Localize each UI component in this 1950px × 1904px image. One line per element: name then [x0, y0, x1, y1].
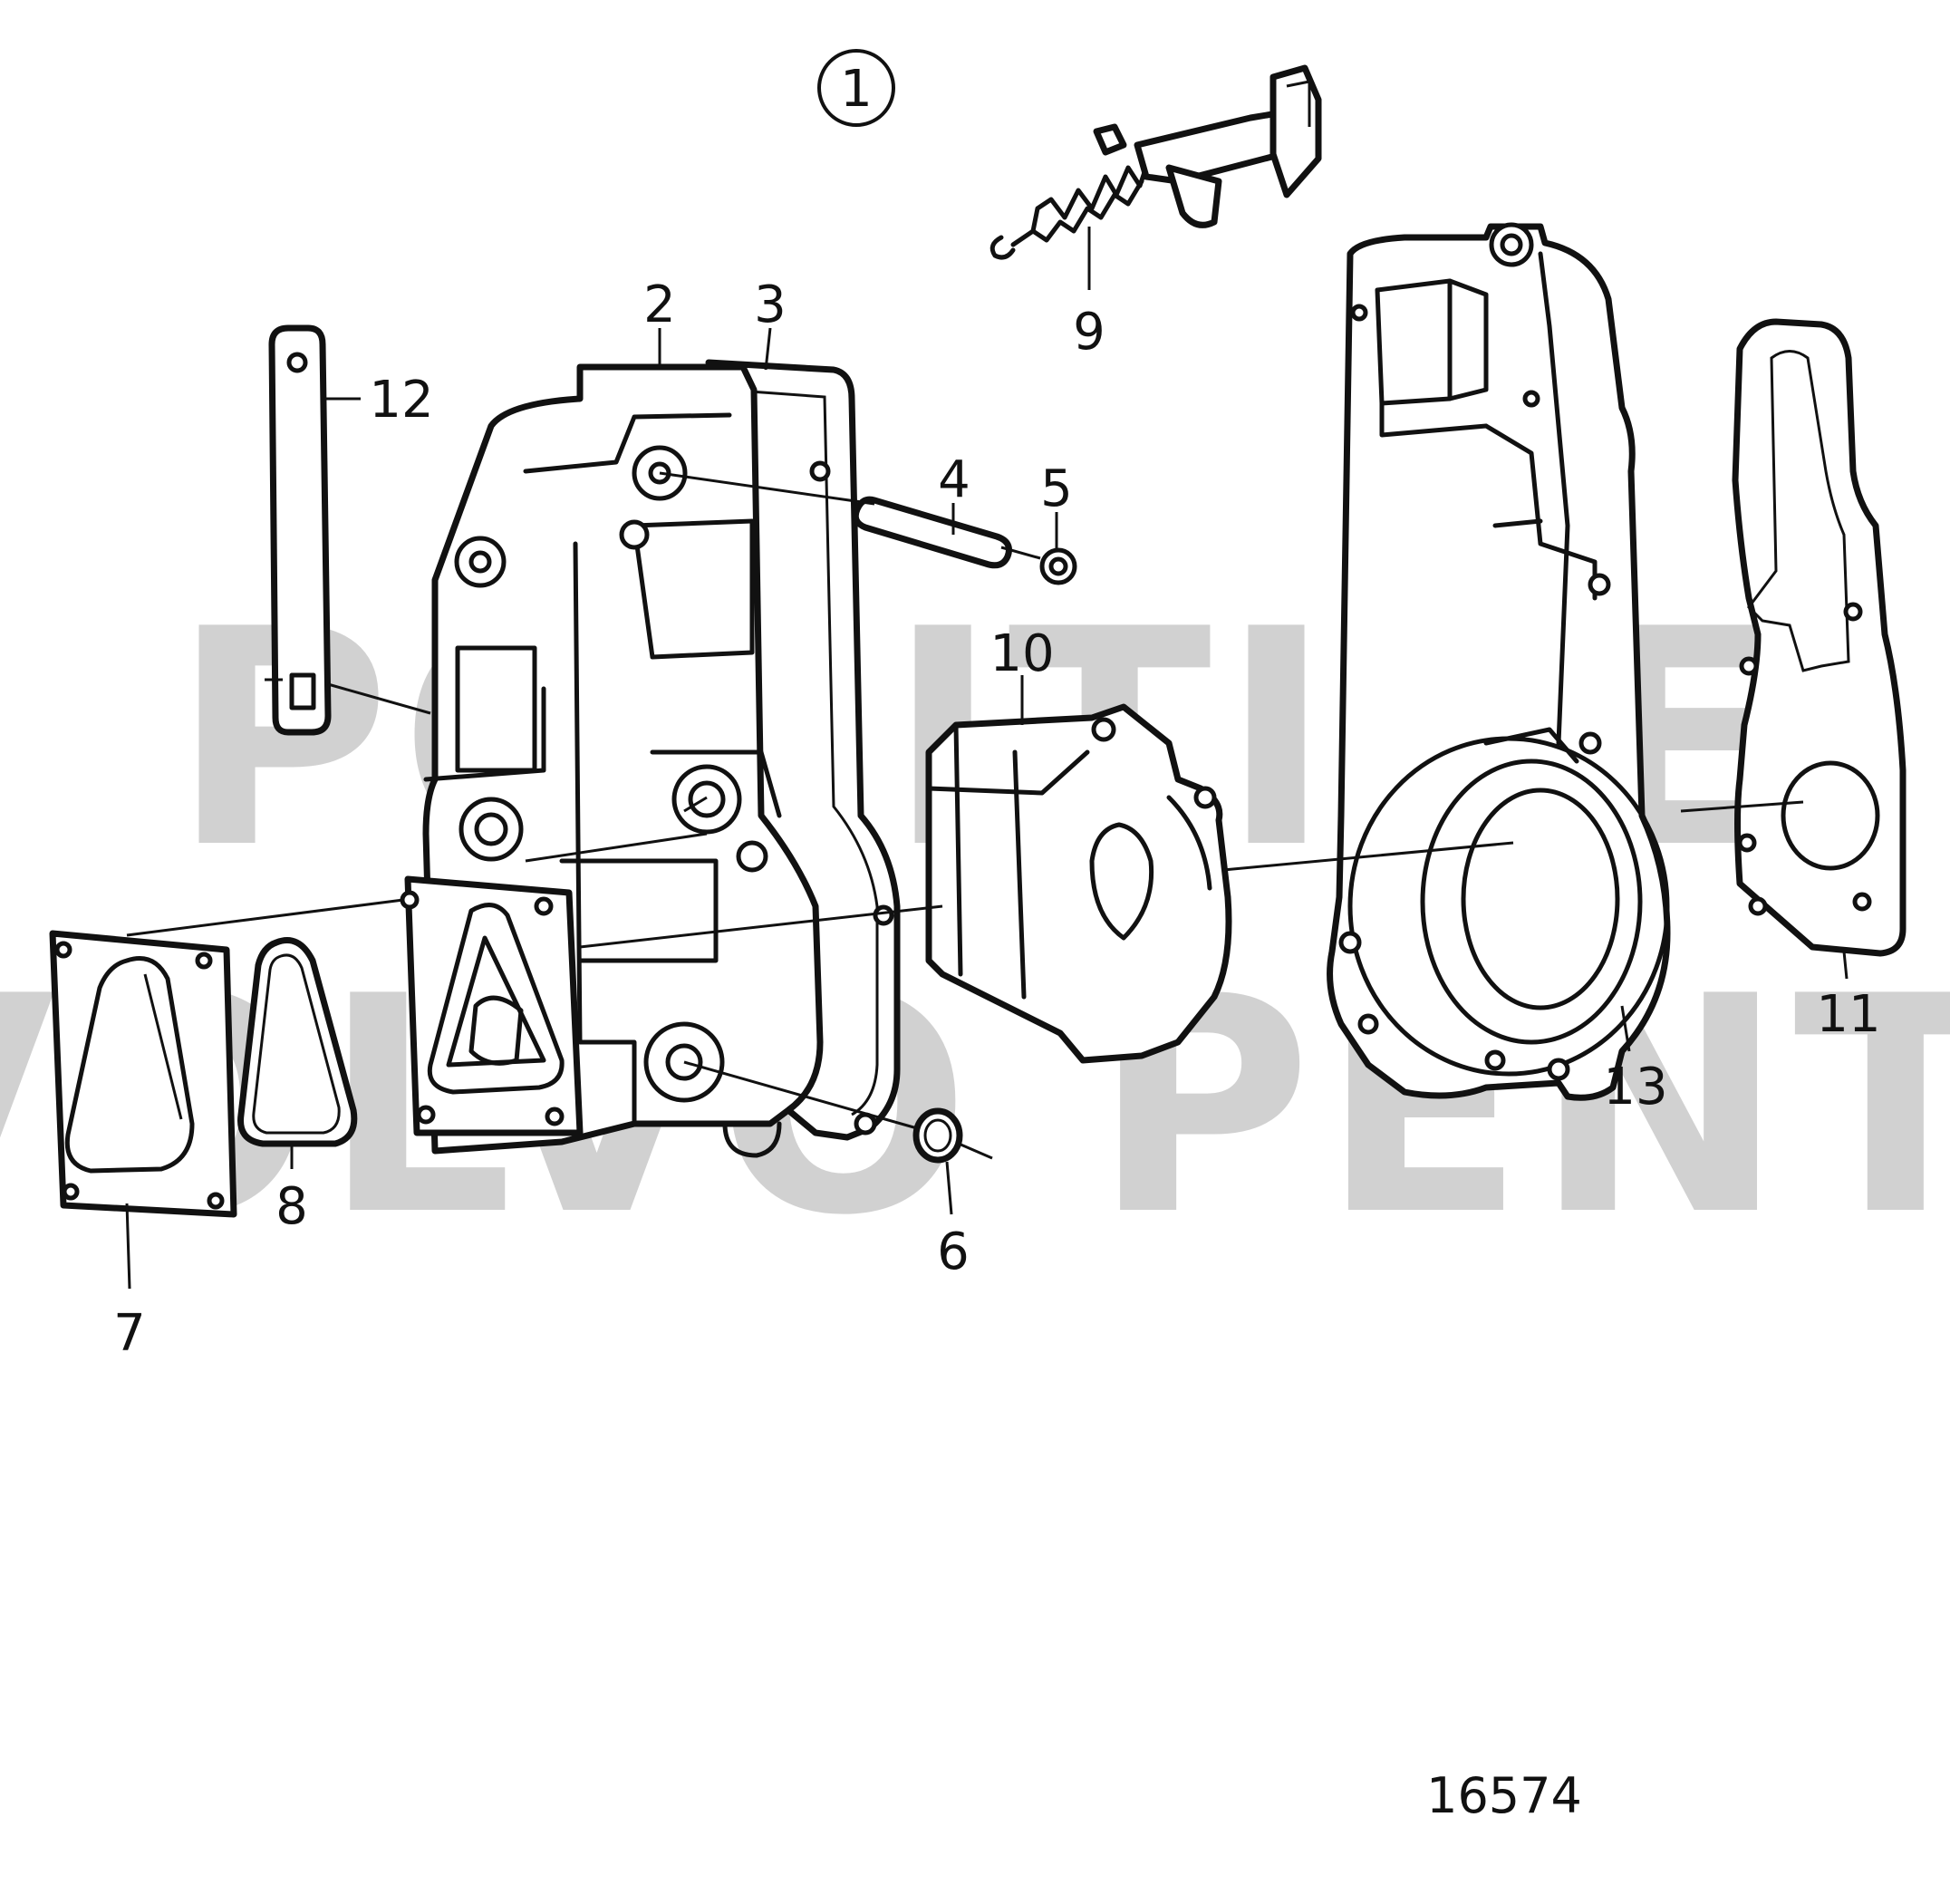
callout-10: 10: [989, 624, 1054, 683]
callout-2: 2: [643, 275, 676, 334]
part-6-oring: [912, 1107, 963, 1164]
callout-4: 4: [938, 450, 970, 509]
callout-13: 13: [1603, 1058, 1667, 1116]
housing-cover-plate: [400, 875, 584, 1136]
callout-labels: 2 3 4 5 6 7 8 9 10 11 12 13: [113, 275, 1880, 1363]
part-13-outer-housing: [1327, 222, 1671, 1101]
callout-7: 7: [113, 1304, 146, 1363]
part-11-outer-gasket: [1732, 318, 1907, 957]
callout-12: 12: [369, 371, 433, 430]
assembly-number-label: 1: [840, 60, 873, 119]
callout-5: 5: [1040, 459, 1073, 518]
callout-11: 11: [1816, 985, 1880, 1044]
callout-3: 3: [754, 275, 787, 334]
drawing-number: 16574: [1426, 1767, 1582, 1824]
part-7-cover: [49, 930, 237, 1218]
assembly-number-circle: [817, 49, 895, 127]
callout-9: 9: [1073, 303, 1105, 362]
alignment-lines: [126, 471, 1804, 1160]
part-12-strap: [265, 324, 361, 736]
callout-8: 8: [275, 1177, 308, 1236]
part-9-lever-spring: [989, 64, 1322, 260]
part-4-pin: [852, 496, 1012, 569]
part-8-seal: [237, 937, 358, 1147]
callout-6: 6: [937, 1223, 970, 1281]
callout-leaders: [125, 227, 1849, 1290]
part-10-center-housing: [925, 703, 1232, 1064]
assembly-number-badge: 1: [817, 49, 895, 127]
part-5-nut: [1039, 547, 1077, 585]
